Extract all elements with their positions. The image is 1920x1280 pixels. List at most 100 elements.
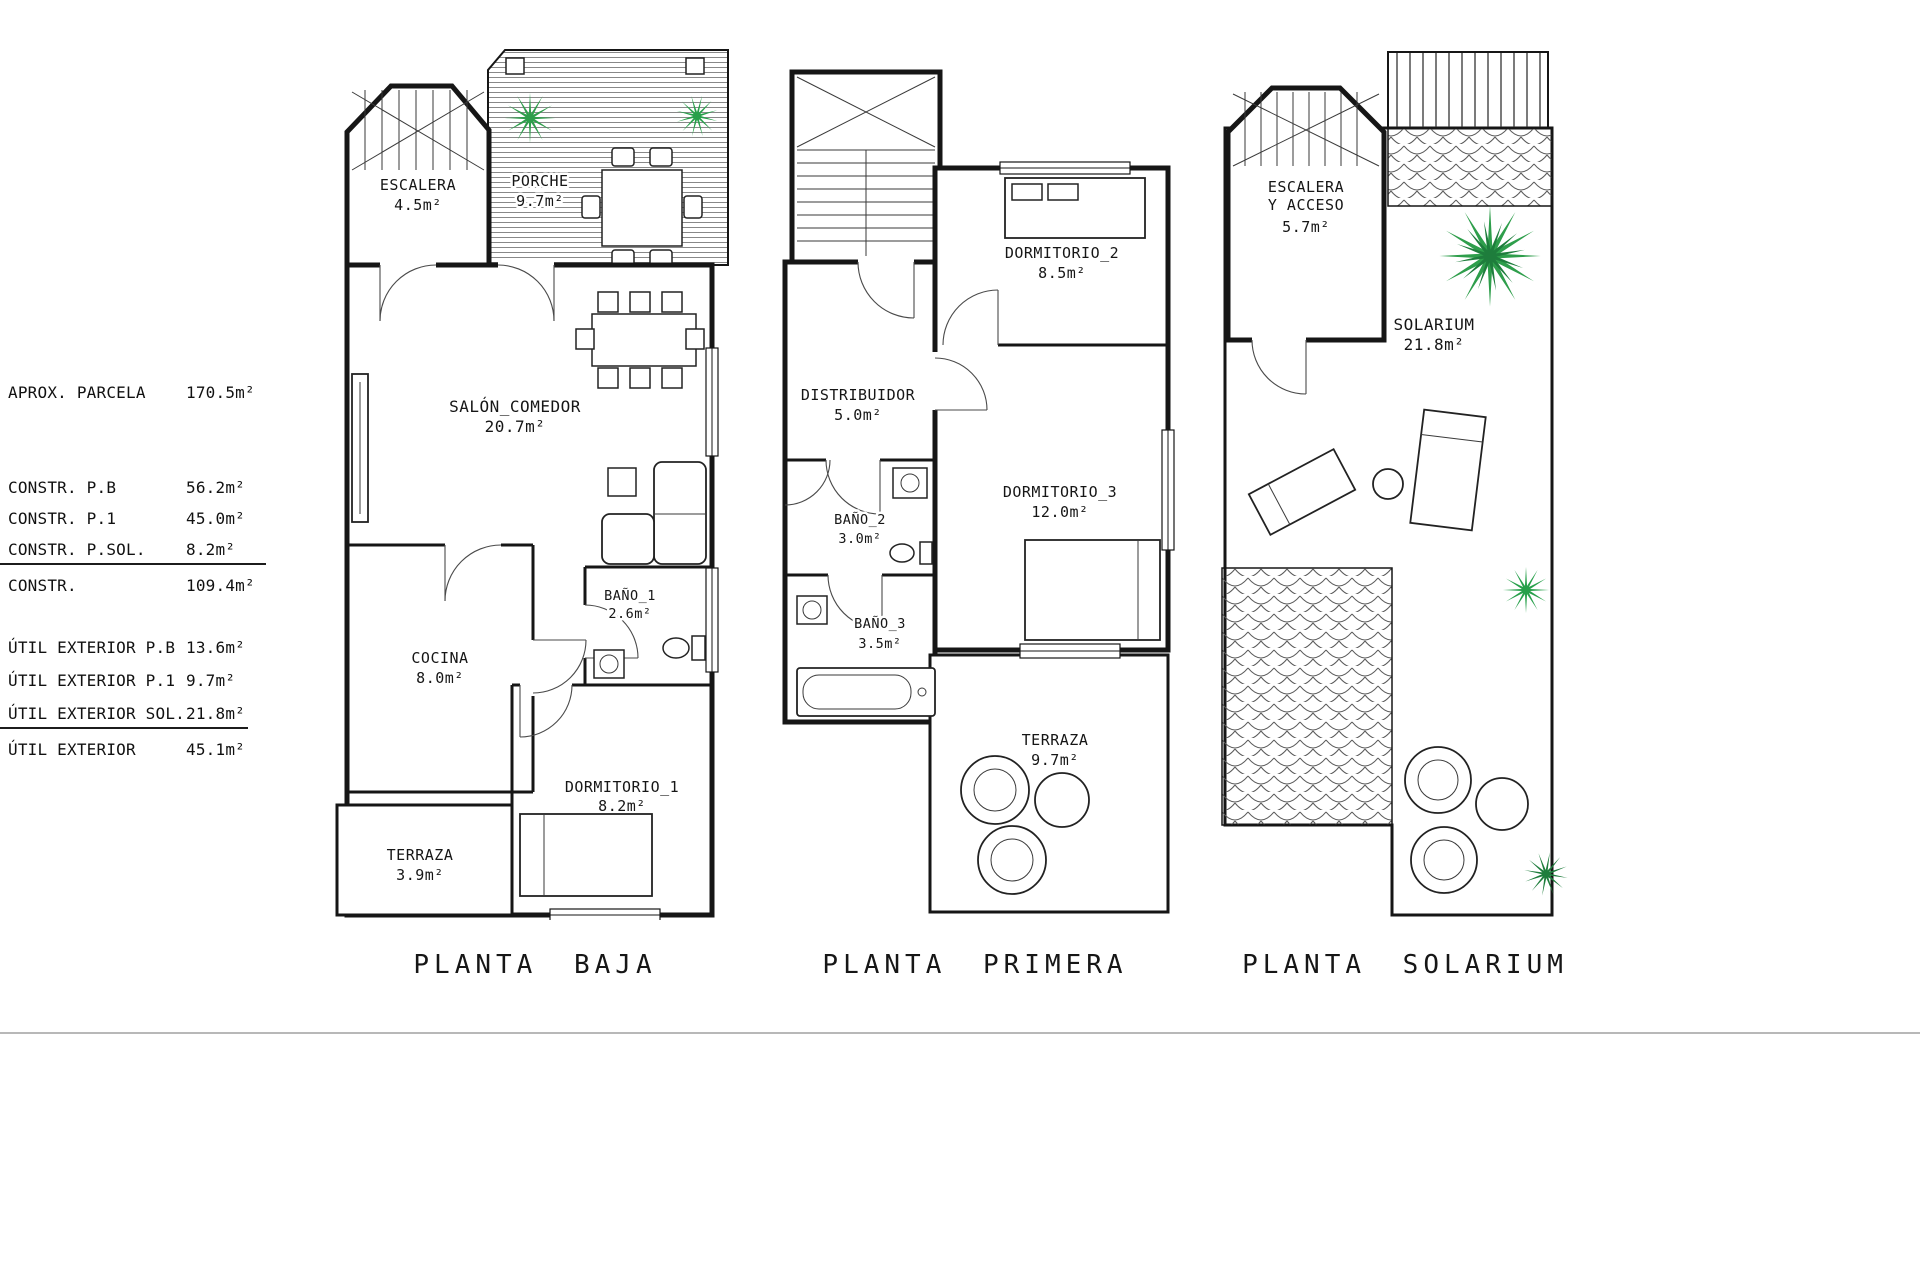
legend-value: 13.6m² [186, 638, 245, 657]
room-name: BAÑO_3 [854, 615, 906, 632]
legend-row: ÚTIL EXTERIOR SOL. 21.8m² [8, 704, 245, 723]
room-name-line2: Y ACCESO [1268, 196, 1344, 214]
doors [1251, 334, 1307, 395]
legend-value: 45.0m² [186, 509, 245, 528]
room-area: 5.0m² [834, 406, 882, 424]
legend-row: CONSTR. P.B 56.2m² [8, 478, 245, 497]
legend-label: ÚTIL EXTERIOR [8, 740, 136, 759]
legend-value: 170.5m² [186, 383, 255, 402]
room-porche-label: PORCHE 9.7m² [509, 170, 571, 213]
bathroom2: BAÑO_2 3.0m² [784, 459, 933, 565]
legend-row: ÚTIL EXTERIOR P.1 9.7m² [8, 671, 235, 690]
stair-area [789, 69, 943, 265]
room-name: ESCALERA [380, 176, 456, 194]
bedroom2: DORMITORIO_2 8.5m² [1004, 177, 1146, 282]
legend-label: ÚTIL EXTERIOR SOL. [8, 704, 185, 723]
legend-label: CONSTR. P.1 [8, 509, 117, 528]
room-name: PORCHE [511, 172, 568, 190]
room-name: BAÑO_2 [834, 511, 886, 528]
room-area: 2.6m² [608, 606, 651, 622]
legend-value: 9.7m² [186, 671, 236, 690]
sun-lounger-icon [1409, 408, 1487, 532]
hallway: DISTRIBUIDOR 5.0m² [801, 386, 916, 424]
round-chair-icon [1404, 746, 1472, 814]
dining-table-icon [575, 291, 705, 389]
porch-post [505, 57, 525, 75]
bedroom1: DORMITORIO_1 8.2m² [519, 778, 679, 897]
plan-title-primera: PLANTA PRIMERA [822, 950, 1128, 980]
bedroom3: DORMITORIO_3 12.0m² [1003, 483, 1161, 641]
room-area: 12.0m² [1031, 503, 1088, 521]
room-area: 4.5m² [394, 196, 442, 214]
windows [549, 347, 719, 920]
legend-value: 45.1m² [186, 740, 245, 759]
toilet-icon [662, 635, 706, 661]
legend-label: CONSTR. P.B [8, 478, 117, 497]
bathroom3: BAÑO_3 3.5m² [796, 595, 936, 717]
bed-icon [1004, 177, 1146, 239]
sink-icon [892, 467, 928, 499]
legend-value: 56.2m² [186, 478, 245, 497]
room-name: DORMITORIO_2 [1005, 244, 1119, 262]
interior-walls [785, 343, 1168, 577]
room-area: 8.5m² [1038, 264, 1086, 282]
roof-tiles [1221, 567, 1393, 826]
legend-row: APROX. PARCELA 170.5m² [8, 383, 255, 402]
legend-row: CONSTR. 109.4m² [8, 576, 255, 595]
room-area: 5.7m² [1282, 218, 1330, 236]
legend-label: CONSTR. [8, 576, 77, 595]
room-name: DORMITORIO_3 [1003, 483, 1117, 501]
terrace: TERRAZA 9.7m² [960, 731, 1090, 895]
room-name: TERRAZA [1022, 731, 1089, 749]
room-area: 20.7m² [485, 417, 546, 436]
legend-value: 109.4m² [186, 576, 255, 595]
room-name: DISTRIBUIDOR [801, 386, 916, 404]
sofa-icon [601, 461, 707, 565]
interior-walls [347, 543, 712, 915]
plan-baja-drawing: PORCHE 9.7m² ESCALERA 4.5m² T [335, 49, 729, 920]
doors [379, 259, 639, 738]
bottom-rule [0, 1032, 1920, 1034]
legend-row: ÚTIL EXTERIOR P.B 13.6m² [8, 638, 245, 657]
stair-area: ESCALERA Y ACCESO 5.7m² [1225, 85, 1387, 343]
room-area: 3.5m² [858, 636, 901, 652]
sink-icon [796, 595, 828, 625]
legend-value: 8.2m² [186, 540, 236, 559]
plan-primera-drawing: DORMITORIO_2 8.5m² DISTRIBUIDOR 5.0m² BA… [782, 69, 1175, 914]
legend-label: ÚTIL EXTERIOR P.B [8, 638, 176, 657]
legend-row: ÚTIL EXTERIOR 45.1m² [8, 740, 245, 759]
bed-icon [519, 813, 653, 897]
legend-separator [0, 727, 248, 729]
legend-separator [0, 563, 266, 565]
room-area: 9.7m² [516, 192, 564, 210]
plan-title-baja: PLANTA BAJA [413, 950, 657, 980]
room-area: 3.9m² [396, 866, 444, 884]
room-solarium-label: SOLARIUM 21.8m² [1393, 315, 1474, 354]
room-escalera-label: ESCALERA 4.5m² [377, 174, 458, 217]
room-area: 8.0m² [416, 669, 464, 687]
legend-label: CONSTR. P.SOL. [8, 540, 146, 559]
room-name: DORMITORIO_1 [565, 778, 679, 796]
room-salon-label: SALÓN_COMEDOR 20.7m² [449, 397, 580, 436]
room-name: COCINA [411, 649, 468, 667]
room-area: 21.8m² [1404, 335, 1465, 354]
plan-title-solarium: PLANTA SOLARIUM [1242, 950, 1568, 980]
shower-icon [784, 459, 831, 506]
bathroom1: BAÑO_1 2.6m² [593, 585, 706, 679]
porch-area: PORCHE 9.7m² [487, 49, 729, 269]
legend-label: ÚTIL EXTERIOR P.1 [8, 671, 176, 690]
terraza-area: TERRAZA 3.9m² [335, 803, 514, 917]
bed-icon [1024, 539, 1161, 641]
side-table-icon [1372, 468, 1404, 500]
round-chair-icon [1410, 826, 1478, 894]
legend-label: APROX. PARCELA [8, 383, 146, 402]
room-area: 3.0m² [838, 531, 881, 547]
round-chair-icon [960, 755, 1030, 825]
sink-icon [593, 649, 625, 679]
bathtub-icon [796, 667, 936, 717]
legend-row: CONSTR. P.1 45.0m² [8, 509, 245, 528]
room-name: ESCALERA [1268, 178, 1344, 196]
porch-post [685, 57, 705, 75]
sun-lounger-icon [1247, 447, 1357, 537]
